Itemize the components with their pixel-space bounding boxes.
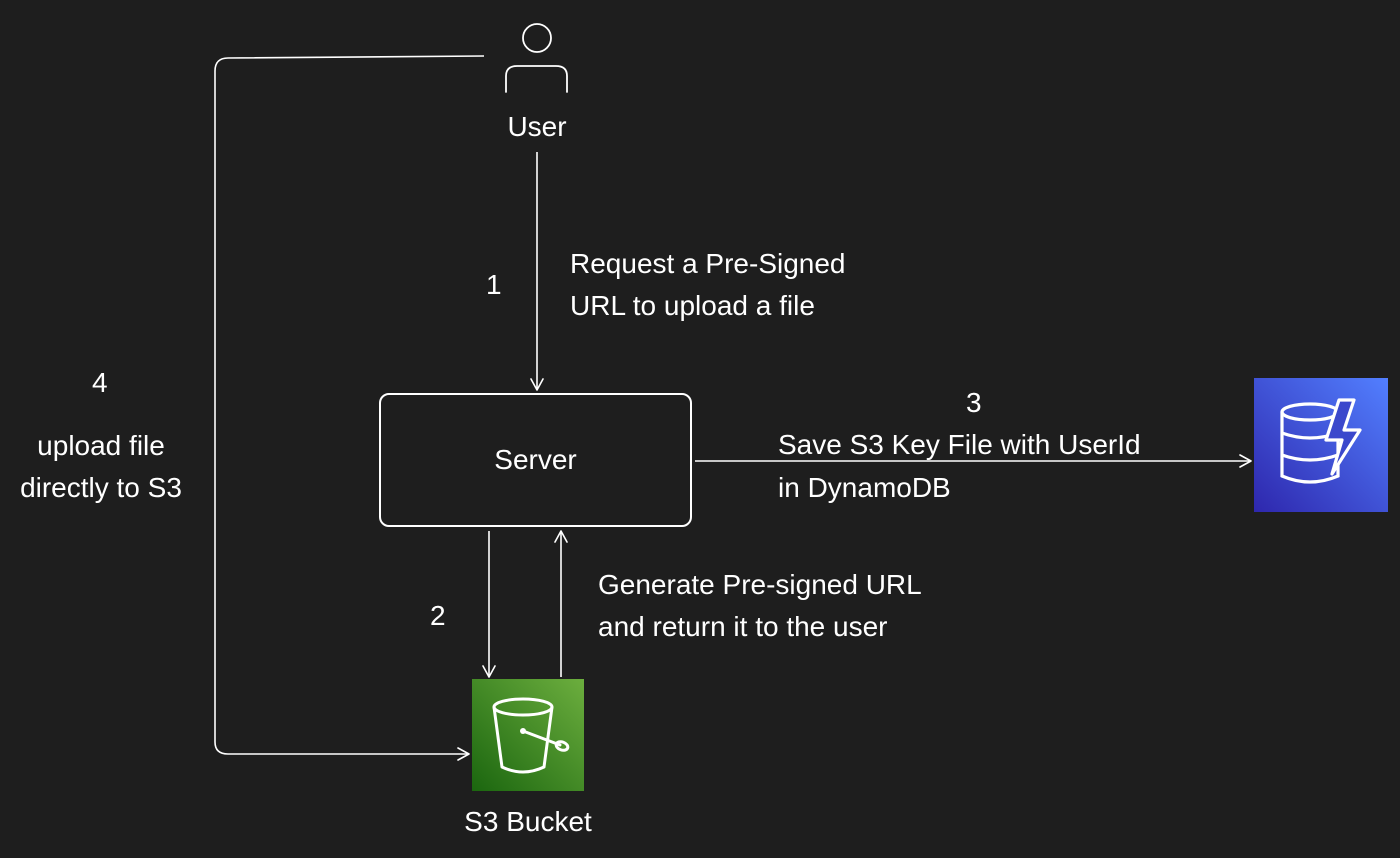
step-3-label-line-1: Save S3 Key File with UserId <box>778 429 1141 460</box>
step-4-number: 4 <box>92 367 108 398</box>
step-3-label-line-2: in DynamoDB <box>778 472 951 503</box>
dynamodb-icon <box>1254 378 1388 512</box>
step-1-label-line-2: URL to upload a file <box>570 290 815 321</box>
s3-bucket-icon <box>472 679 584 791</box>
step-2-label-line-1: Generate Pre-signed URL <box>598 569 922 600</box>
step-2-label-line-2: and return it to the user <box>598 611 888 642</box>
server-node: Server <box>379 393 692 527</box>
user-label: User <box>507 111 567 142</box>
step-4-label-line-2: directly to S3 <box>20 472 182 503</box>
step-1-label-line-1: Request a Pre-Signed <box>570 248 846 279</box>
step-4-label-line-1: upload file <box>37 430 165 461</box>
user-icon <box>505 23 568 93</box>
s3-bucket-label: S3 Bucket <box>464 806 592 837</box>
arrow-user-to-s3 <box>214 55 485 761</box>
step-2-number: 2 <box>430 600 446 631</box>
server-label: Server <box>494 444 577 475</box>
step-3-number: 3 <box>966 387 982 418</box>
step-1-number: 1 <box>486 269 502 300</box>
